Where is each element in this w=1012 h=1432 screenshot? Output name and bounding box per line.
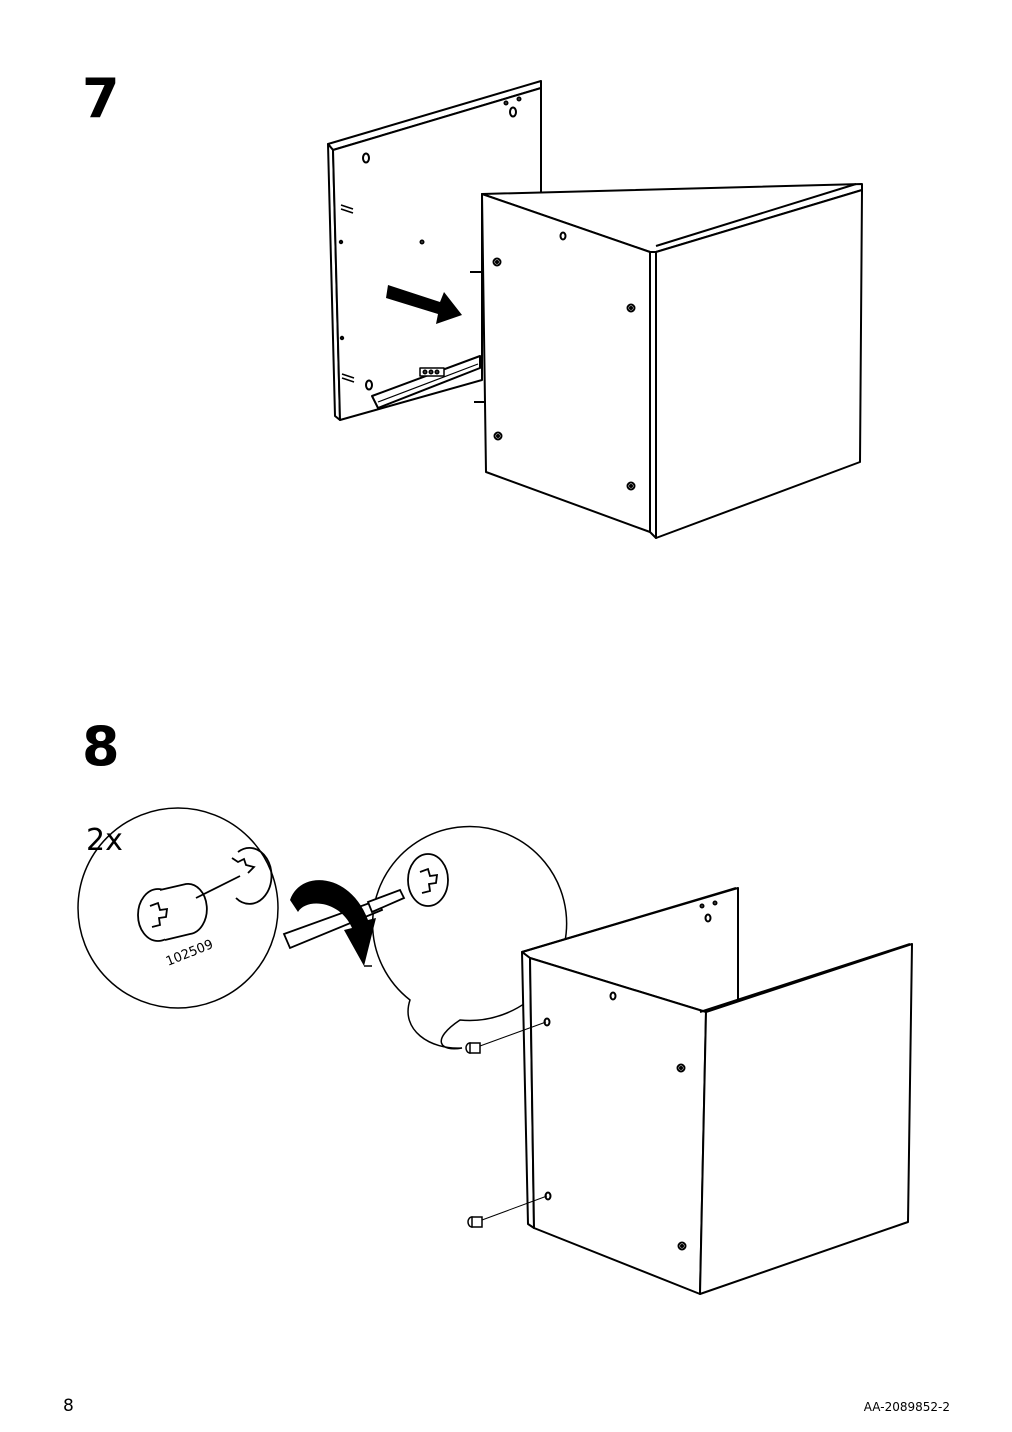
step-7-number: 7	[82, 67, 120, 130]
page-number: 8	[63, 1396, 74, 1416]
cabinet-illustration	[470, 183, 863, 539]
step-8-illustration: 2x 102509	[77, 807, 913, 1295]
rotate-arrow-icon	[290, 880, 376, 966]
step-8-number: 8	[82, 715, 120, 778]
cam-lock-icon	[137, 847, 273, 942]
step-7-illustration	[327, 80, 863, 539]
dowel-icon	[465, 1021, 548, 1228]
document-id: AA-2089852-2	[863, 1400, 950, 1414]
quantity-label: 2x	[86, 823, 123, 858]
cabinet-illustration	[521, 887, 913, 1295]
arrow-right-icon	[386, 285, 462, 324]
back-panel-illustration	[327, 80, 542, 421]
